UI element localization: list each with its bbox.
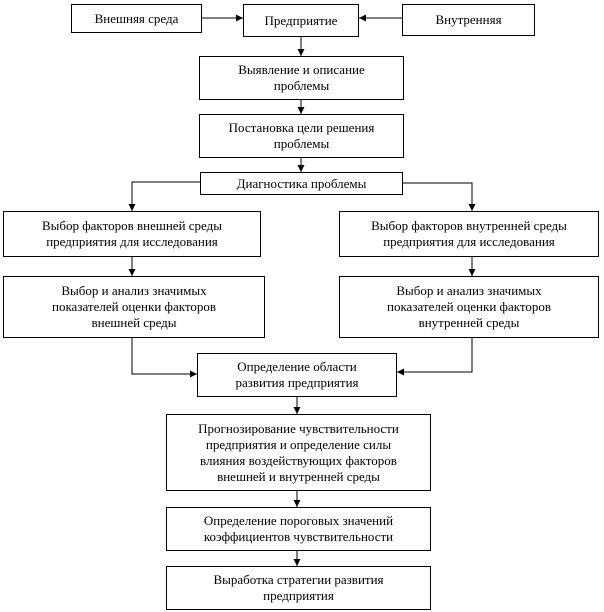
- arrow-external-indicators-to-area: [131, 338, 197, 378]
- node-problem-identification: Выявление и описание проблемы: [199, 56, 404, 100]
- node-strategy-label: Выработка стратегии развития предприятия: [213, 572, 384, 603]
- node-external-factors: Выбор факторов внешней среды предприятия…: [3, 211, 261, 257]
- node-diagnostics: Диагностика проблемы: [200, 172, 403, 195]
- node-internal-indicators: Выбор и анализ значимых показателей оцен…: [339, 276, 599, 338]
- node-external-indicators: Выбор и анализ значимых показателей оцен…: [3, 276, 265, 338]
- node-external-env: Внешняя среда: [71, 4, 202, 33]
- node-development-area: Определение области развития предприятия: [197, 353, 397, 397]
- node-thresholds-label: Определение пороговых значений коэффицие…: [203, 513, 394, 544]
- node-problem-identification-label: Выявление и описание проблемы: [238, 62, 365, 93]
- node-enterprise-label: Предприятие: [264, 12, 338, 28]
- node-sensitivity-forecast-label: Прогнозирование чувствительности предпри…: [198, 420, 399, 484]
- node-diagnostics-label: Диагностика проблемы: [236, 175, 367, 191]
- arrow-diagnostics-to-external-factors: [128, 181, 200, 211]
- node-development-area-label: Определение области развития предприятия: [235, 359, 359, 390]
- node-external-indicators-label: Выбор и анализ значимых показателей оцен…: [51, 283, 217, 330]
- node-sensitivity-forecast: Прогнозирование чувствительности предпри…: [166, 414, 431, 491]
- node-goal-setting: Постановка цели решения проблемы: [199, 114, 404, 158]
- node-enterprise: Предприятие: [243, 4, 359, 37]
- node-internal-factors: Выбор факторов внутренней среды предприя…: [339, 211, 599, 257]
- node-strategy: Выработка стратегии развития предприятия: [166, 566, 431, 610]
- arrow-internal-indicators-to-area: [397, 338, 473, 376]
- node-goal-setting-label: Постановка цели решения проблемы: [228, 120, 375, 151]
- node-external-env-label: Внешняя среда: [94, 10, 179, 26]
- node-internal: Внутренняя: [402, 4, 535, 36]
- node-thresholds: Определение пороговых значений коэффицие…: [166, 507, 431, 551]
- arrow-diagnostics-to-internal-factors: [403, 182, 476, 211]
- node-external-factors-label: Выбор факторов внешней среды предприятия…: [41, 218, 223, 249]
- node-internal-factors-label: Выбор факторов внутренней среды предприя…: [371, 218, 567, 249]
- node-internal-indicators-label: Выбор и анализ значимых показателей оцен…: [386, 283, 552, 330]
- node-internal-label: Внутренняя: [435, 12, 502, 27]
